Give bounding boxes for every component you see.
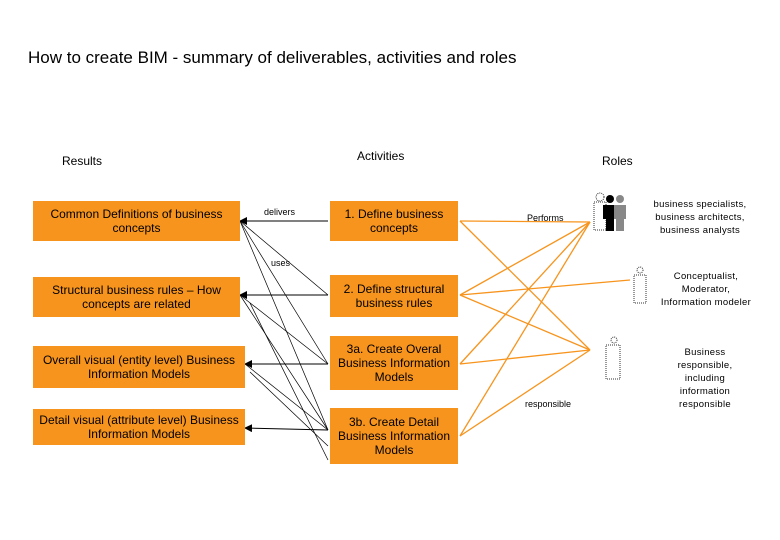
result-overall-visual: Overall visual (entity level) Business I… (33, 346, 245, 388)
activity-create-overall: 3a. Create Overal Business Information M… (330, 336, 458, 390)
responsible-label: responsible (525, 399, 572, 409)
role-lines (459, 220, 631, 437)
activity-define-concepts: 1. Define business concepts (330, 201, 458, 241)
activities-header: Activities (357, 149, 405, 163)
result-detail-visual: Detail visual (attribute level) Business… (33, 409, 245, 445)
page-title: How to create BIM - summary of deliverab… (28, 48, 517, 67)
role-icon-specialists (593, 192, 626, 231)
roles-header: Roles (602, 154, 633, 168)
role-conceptualist: Conceptualist, Moderator, Information mo… (660, 271, 752, 308)
result-common-definitions: Common Definitions of business concepts (33, 201, 240, 241)
uses-label: uses (271, 258, 291, 268)
role-business-responsible: Business responsible, including informat… (677, 347, 733, 410)
activity-define-rules: 2. Define structural business rules (330, 275, 458, 317)
role-icon-conceptualist (633, 266, 647, 304)
delivers-arrow-4 (244, 424, 329, 433)
performs-label: Performs (527, 213, 564, 223)
role-icon-business-responsible (605, 336, 621, 380)
activity-create-detail: 3b. Create Detail Business Information M… (330, 408, 458, 464)
uses-lines (239, 220, 329, 461)
results-header: Results (62, 154, 103, 168)
result-structural-rules: Structural business rules – How concepts… (33, 277, 240, 317)
delivers-label: delivers (264, 207, 296, 217)
role-specialists: business specialists, business architect… (653, 199, 747, 236)
